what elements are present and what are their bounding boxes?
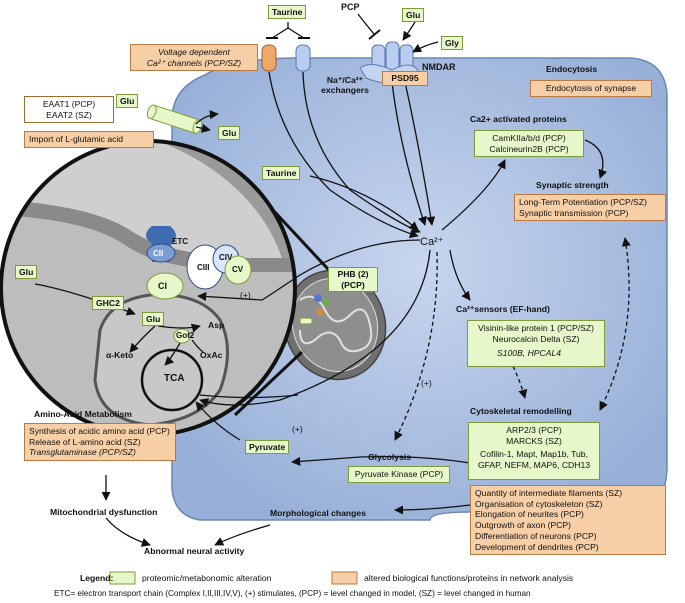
ca-sensors-label: Ca²⁺sensors (EF-hand)	[456, 304, 550, 314]
pyruvate-label: Pyruvate	[245, 440, 290, 454]
ciii-label: CIII	[197, 263, 210, 272]
stimulates-label-3: (+)	[240, 290, 251, 300]
glu-right-label: Glu	[218, 126, 241, 140]
ci-label: CI	[158, 281, 167, 291]
synaptic-strength-label: Synaptic strength	[536, 180, 609, 190]
abnormal-neural-label: Abnormal neural activity	[144, 546, 245, 556]
glu-left-label: Glu	[116, 94, 139, 108]
stimulates-label-1: (+)	[292, 424, 303, 434]
cytoskeletal-remodelling-label: Cytoskeletal remodelling	[470, 406, 572, 416]
camk-box: CamKIIa/b/d (PCP) Calcineurin2B (PCP)	[474, 130, 584, 158]
cytoskeletal-box: ARP2/3 (PCP) MARCKS (SZ) Cofilin-1, Mapt…	[468, 422, 600, 480]
amino-acid-metabolism-label: Amino-Acid Metabolism	[34, 409, 132, 419]
amino-acid-box: Synthesis of acidic amino acid (PCP) Rel…	[24, 423, 176, 462]
civ-label: CIV	[219, 253, 233, 262]
cv-label: CV	[232, 265, 244, 274]
cii-label: CII	[153, 249, 164, 258]
import-glu-box: Import of L-glutamic acid	[24, 131, 154, 148]
tca-label: TCA	[164, 373, 185, 384]
legend-orange-swatch	[331, 571, 358, 585]
cyto-proteins-text-2: Cofilin-1, Mapt, Map1b, Tub, GFAP, NEFM,…	[477, 449, 591, 471]
morphological-changes-label: Morphological changes	[270, 508, 366, 518]
legend-green-swatch	[109, 571, 136, 585]
glu-inset-label: Glu	[15, 265, 38, 279]
legend-green-label: proteomic/metabonomic alteration	[142, 573, 272, 583]
visinin-text: Visinin-like protein 1 (PCP/SZ) Neurocal…	[478, 323, 594, 344]
aketo-label: α-Keto	[106, 350, 134, 360]
eaat-box: EAAT1 (PCP) EAAT2 (SZ)	[24, 96, 114, 124]
endocytosis-label: Endocytosis	[546, 64, 598, 74]
asp-label: Asp	[208, 320, 225, 330]
visinin-box: Visinin-like protein 1 (PCP/SZ) Neurocal…	[467, 320, 605, 368]
etc-label: ETC	[172, 237, 188, 246]
legend-title: Legend:	[80, 573, 114, 583]
oxac-label: OxAc	[200, 350, 223, 360]
glu-inner-label: Glu	[142, 312, 165, 326]
na-ca-exchangers-label: Na⁺/Ca²⁺ exchangers	[321, 75, 369, 96]
endocytosis-synapse-box: Endocytosis of synapse	[530, 80, 652, 97]
taurine-top-label: Taurine	[268, 5, 307, 19]
mito-dysfunction-label: Mitochondrial dysfunction	[50, 507, 158, 517]
glycolysis-label: Glycolysis	[368, 452, 411, 462]
gly-label: Gly	[441, 36, 463, 50]
stimulates-label-2: (+)	[421, 378, 432, 388]
ca2-label: Ca²⁺	[420, 236, 444, 248]
cyto-proteins-text: ARP2/3 (PCP) MARCKS (SZ)	[506, 425, 562, 446]
ghc2-label: GHC2	[92, 296, 124, 310]
phb-label: PHB (2) (PCP)	[328, 267, 378, 293]
morph-changes-box: Quantity of intermediate filaments (SZ) …	[470, 485, 666, 556]
glu-top-label: Glu	[402, 8, 425, 22]
taurine-mid-label: Taurine	[262, 166, 301, 180]
nmdar-label: NMDAR	[422, 62, 456, 72]
pathway-arrows	[34, 21, 608, 547]
psd95-label: PSD95	[382, 71, 428, 86]
amino-acid-text: Synthesis of acidic amino acid (PCP) Rel…	[29, 426, 170, 447]
legend-etc-note: ETC= electron transport chain (Complex I…	[54, 589, 531, 598]
synaptic-strength-box: Long-Term Potentiation (PCP/SZ) Synaptic…	[514, 194, 666, 222]
got2-label: Got2	[176, 331, 195, 340]
taurine-channels	[261, 44, 311, 72]
s100b-text: S100B, HPCAL4	[497, 348, 562, 358]
eaat-transporter	[146, 104, 203, 134]
ca-activated-label: Ca2+ activated proteins	[470, 114, 567, 124]
voltage-ca-channels-box: Voltage dependent Ca²⁺ channels (PCP/SZ)	[130, 44, 258, 72]
transglutaminase-text: Transglutaminase (PCP/SZ)	[29, 447, 136, 458]
pcp-top-label: PCP	[341, 2, 360, 12]
pyruvate-kinase-box: Pyruvate Kinase (PCP)	[348, 466, 450, 483]
legend-orange-label: altered biological functions/proteins in…	[364, 573, 574, 583]
mitochondrion	[283, 269, 387, 381]
